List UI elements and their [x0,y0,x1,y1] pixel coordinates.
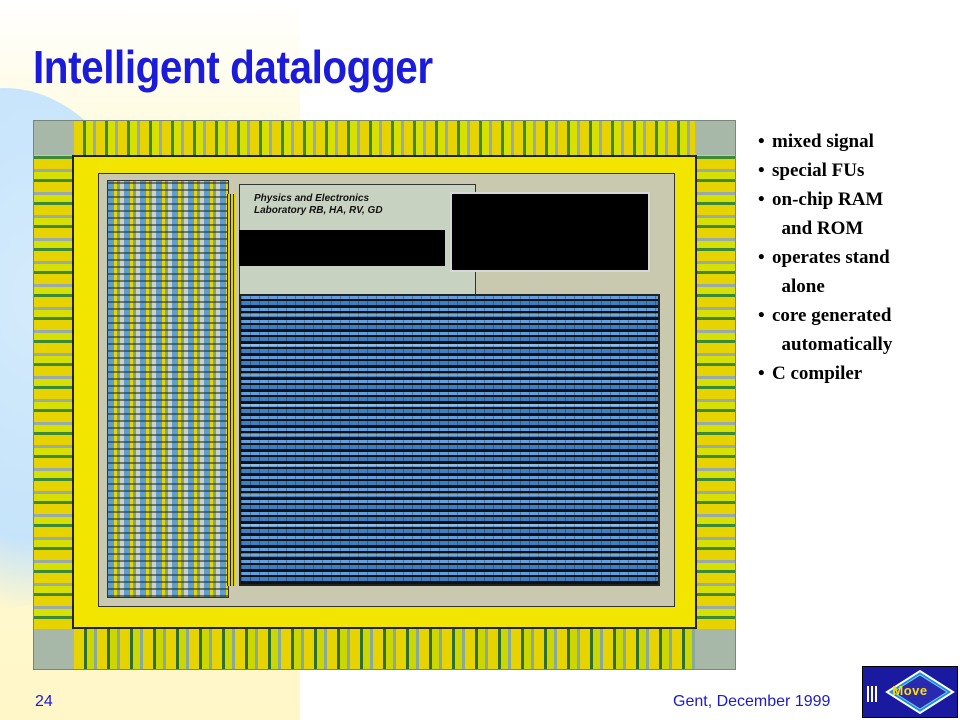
bullet-marker: • [758,189,765,210]
move-bars-icon [867,686,879,702]
chip-ram-array [239,294,660,586]
chip-lab-label: Physics and Electronics Laboratory RB, H… [254,193,383,216]
chip-logic-block [107,180,229,598]
feature-text: automatically [772,334,893,355]
feature-text: on-chip RAM [772,189,884,210]
chip-pads-top [74,121,695,155]
page-number: 24 [35,693,53,710]
bullet-marker: • [758,160,765,181]
footer-date: Gent, December 1999 [673,693,831,710]
bullet-marker [758,272,772,301]
chip-ram-columns [241,296,658,584]
chip-analog-block [450,192,650,272]
feature-text: and ROM [772,218,864,239]
feature-text: C compiler [772,363,863,384]
bullet-marker: • [758,131,765,152]
feature-text: mixed signal [772,131,874,152]
chip-die-image: Physics and Electronics Laboratory RB, H… [33,120,736,670]
move-nav-button[interactable]: Move [862,666,958,718]
chip-pads-left [34,155,72,629]
feature-list: •mixed signal •special FUs •on-chip RAM … [758,127,954,388]
feature-item: • operates stand [758,243,954,272]
feature-text: core generated [772,305,892,326]
feature-item: alone [758,272,954,301]
feature-item: • C compiler [758,359,954,388]
chip-bus [227,194,235,586]
feature-item: • special FUs [758,156,954,185]
feature-text: alone [772,276,825,297]
chip-pads-right [697,155,735,629]
feature-item: • core generated [758,301,954,330]
chip-ram-rows [241,296,658,584]
bullet-marker [758,330,772,359]
move-label: Move [892,683,928,698]
bullet-marker: • [758,247,765,268]
chip-rom-block [239,230,445,266]
feature-item: automatically [758,330,954,359]
move-diamond-icon [885,669,955,715]
feature-item: and ROM [758,214,954,243]
chip-core: Physics and Electronics Laboratory RB, H… [98,173,675,607]
bullet-marker [758,214,772,243]
feature-item: • on-chip RAM [758,185,954,214]
chip-pads-bottom [74,629,695,669]
bullet-marker: • [758,363,765,384]
slide-title: Intelligent datalogger [33,41,433,93]
bullet-marker: • [758,305,765,326]
feature-text: special FUs [772,160,865,181]
feature-text: operates stand [772,247,890,268]
feature-item: • mixed signal [758,127,954,156]
